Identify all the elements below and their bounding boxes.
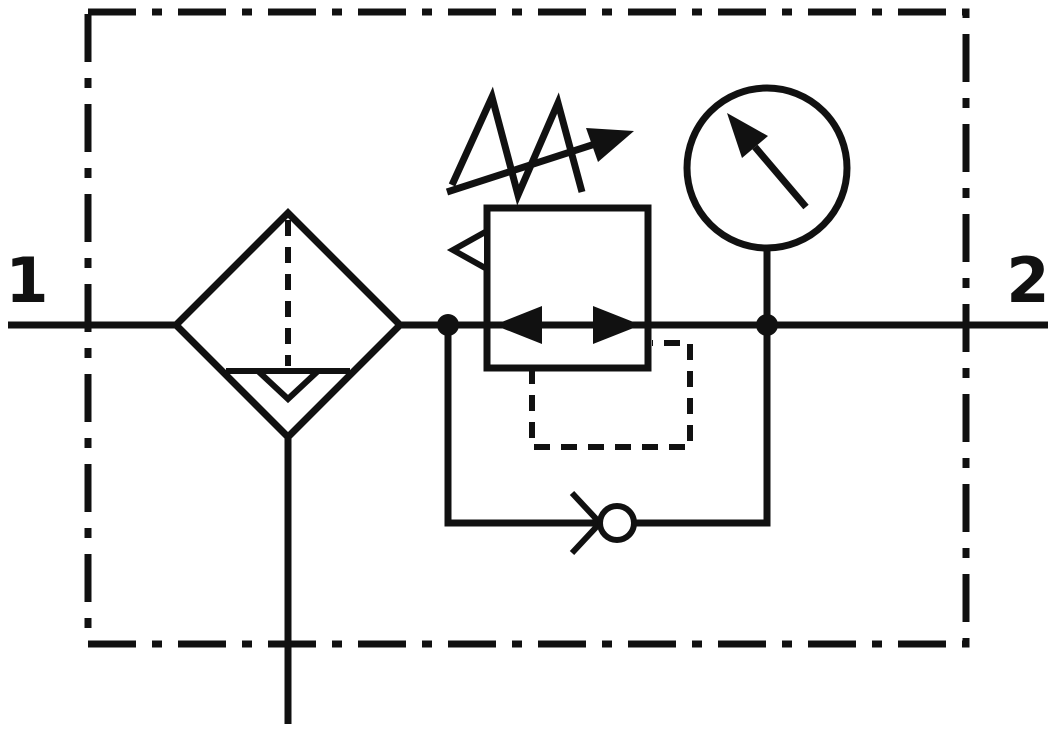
port-label-outlet: 2	[1006, 244, 1049, 317]
gauge-needle	[752, 144, 809, 210]
filter-body-diamond	[171, 208, 405, 442]
junction-dot-right	[756, 314, 778, 336]
spring-arrowhead-icon	[586, 128, 634, 162]
relief-vent-triangle-icon	[446, 225, 490, 275]
port-label-inlet: 1	[5, 244, 48, 317]
pressure-gauge-icon	[683, 84, 851, 252]
check-valve-icon	[597, 503, 637, 543]
gauge-needle-arrowhead-icon	[727, 113, 768, 158]
adjustment-spring-icon	[448, 86, 586, 206]
regulator-arrow-right-icon	[593, 306, 641, 344]
pilot-dashed-line	[529, 340, 693, 450]
regulator-box	[483, 204, 652, 372]
regulator-arrow-left-icon	[494, 306, 542, 344]
spring-arrow-shaft	[445, 140, 597, 196]
water-separator-vee	[255, 368, 321, 404]
junction-dot-left	[437, 314, 459, 336]
